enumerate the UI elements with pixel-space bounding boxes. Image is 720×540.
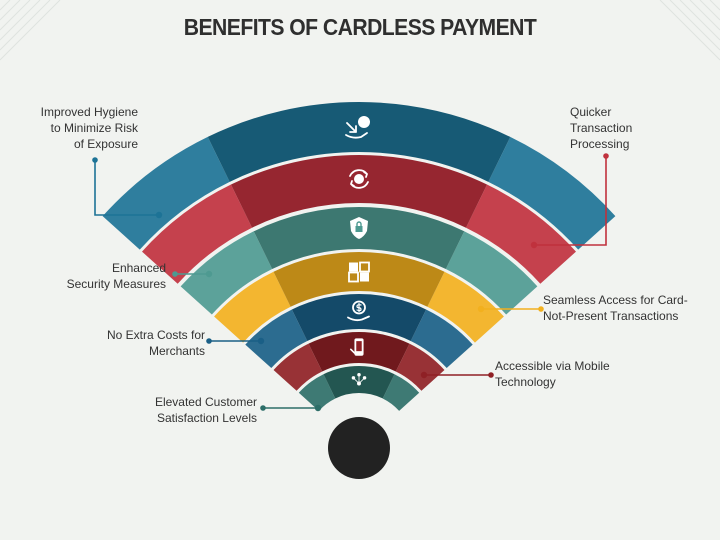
connector-dot-end-security xyxy=(205,270,213,278)
hand-money-down-icon xyxy=(345,116,370,139)
connector-dot-start-satisfaction xyxy=(260,405,266,411)
band-card-not-present-right xyxy=(427,271,504,343)
band-satisfaction-left xyxy=(298,374,336,411)
band-mobile-right xyxy=(395,343,445,391)
band-no-extra-costs-center xyxy=(291,294,427,341)
band-card-not-present-left xyxy=(214,271,291,343)
band-card-not-present-center xyxy=(273,252,445,307)
corner-decoration-right xyxy=(659,0,720,61)
connector-dot-end-satisfaction xyxy=(314,404,322,412)
band-mobile-left xyxy=(273,343,323,391)
band-security-right xyxy=(445,231,538,315)
corner-decoration-left xyxy=(0,0,51,51)
corner-decoration-left xyxy=(0,0,41,41)
satisfaction-network-icon xyxy=(351,372,367,386)
coin-cycle-icon xyxy=(349,169,369,189)
corner-decoration-right xyxy=(679,0,720,41)
mobile-phone-icon xyxy=(349,338,364,356)
band-quicker-processing-right xyxy=(465,184,576,284)
hand-dollar-icon xyxy=(347,300,370,322)
connector-dot-end-hygiene xyxy=(155,211,163,219)
band-quicker-processing-center xyxy=(230,155,488,228)
band-security-left xyxy=(180,231,273,315)
band-quicker-processing-left xyxy=(142,184,253,284)
connector-dot-start-no-extra-costs xyxy=(206,338,212,344)
corner-decoration-left xyxy=(0,0,11,11)
puzzle-payment-icon xyxy=(348,261,370,283)
band-satisfaction-right xyxy=(382,374,420,411)
connector-dot-start-mobile xyxy=(488,372,494,378)
corner-decoration-right xyxy=(709,0,720,11)
corner-decoration-right xyxy=(669,0,720,51)
band-no-extra-costs-right xyxy=(410,309,473,369)
connector-dot-end-card-not-present xyxy=(477,305,485,313)
corner-decoration-left xyxy=(0,0,61,61)
connector-dot-start-security xyxy=(172,271,178,277)
band-hygiene-center xyxy=(207,102,511,182)
band-no-extra-costs-left xyxy=(245,309,308,369)
band-hygiene-left xyxy=(102,136,230,250)
connector-hygiene xyxy=(94,160,159,216)
connector-dot-start-quicker-processing xyxy=(603,153,609,159)
corner-decoration-right xyxy=(689,0,720,31)
connector-dot-end-mobile xyxy=(420,371,428,379)
connector-dot-start-hygiene xyxy=(92,157,98,163)
page-title: BENEFITS OF CARDLESS PAYMENT xyxy=(183,14,537,40)
benefit-label-card-not-present: Seamless Access for Card-Not-Present Tra… xyxy=(543,293,688,323)
band-hygiene-right xyxy=(488,136,616,250)
corner-decoration-left xyxy=(0,0,21,21)
connector-quicker-processing xyxy=(534,156,607,246)
lock-shield-icon xyxy=(350,217,368,239)
wifi-base-dot xyxy=(328,417,390,479)
connector-dot-end-no-extra-costs xyxy=(257,337,265,345)
connector-dot-end-quicker-processing xyxy=(530,241,538,249)
corner-decoration-left xyxy=(0,0,31,31)
connector-dot-start-card-not-present xyxy=(538,306,544,312)
corner-decoration-right xyxy=(699,0,720,21)
